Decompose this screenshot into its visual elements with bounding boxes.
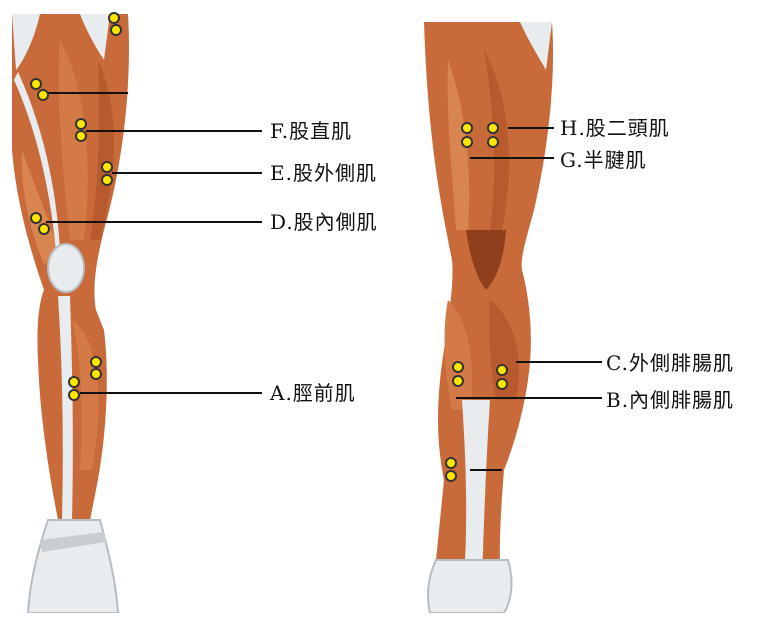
electrode-dot bbox=[39, 224, 49, 234]
electrode-dot bbox=[462, 137, 472, 147]
electrode-dot bbox=[91, 369, 101, 379]
electrode-dot bbox=[102, 162, 112, 172]
electrode-dot bbox=[69, 390, 79, 400]
label-vastus-medialis: D.股內側肌 bbox=[270, 210, 378, 234]
back-heel bbox=[428, 560, 511, 613]
electrode-dot bbox=[102, 175, 112, 185]
label-rectus-femoris: F.股直肌 bbox=[270, 119, 352, 143]
back-leg-anatomy bbox=[424, 22, 553, 613]
label-lateral-gastrocnemius: C.外側腓腸肌 bbox=[606, 351, 734, 375]
electrode-dot bbox=[497, 379, 507, 389]
front-leg-anatomy bbox=[12, 14, 129, 613]
label-semitendinosus: G.半腱肌 bbox=[560, 148, 647, 172]
electrode-dot bbox=[497, 365, 507, 375]
front-ankle-foot bbox=[28, 520, 118, 613]
electrode-dot bbox=[109, 13, 119, 23]
electrode-dot bbox=[31, 79, 41, 89]
electrode-dot bbox=[91, 357, 101, 367]
electrode-dot bbox=[453, 376, 463, 386]
front-patella bbox=[48, 244, 84, 292]
electrode-dot bbox=[446, 471, 456, 481]
electrode-dot bbox=[462, 123, 472, 133]
back-thigh-outline bbox=[424, 22, 553, 600]
label-biceps-femoris: H.股二頭肌 bbox=[560, 116, 670, 140]
label-medial-gastrocnemius: B.內側腓腸肌 bbox=[606, 388, 734, 412]
electrode-dot bbox=[488, 137, 498, 147]
electrode-dot bbox=[76, 131, 86, 141]
electrode-dot bbox=[76, 119, 86, 129]
electrode-dot bbox=[453, 362, 463, 372]
electrode-dot bbox=[488, 123, 498, 133]
electrode-dot bbox=[31, 213, 41, 223]
electrode-dot bbox=[111, 25, 121, 35]
electrode-dot bbox=[38, 90, 48, 100]
label-vastus-lateralis: E.股外側肌 bbox=[270, 161, 377, 185]
electrode-dot bbox=[69, 377, 79, 387]
label-tibialis-anterior: A.脛前肌 bbox=[270, 381, 356, 405]
electrode-dot bbox=[446, 458, 456, 468]
